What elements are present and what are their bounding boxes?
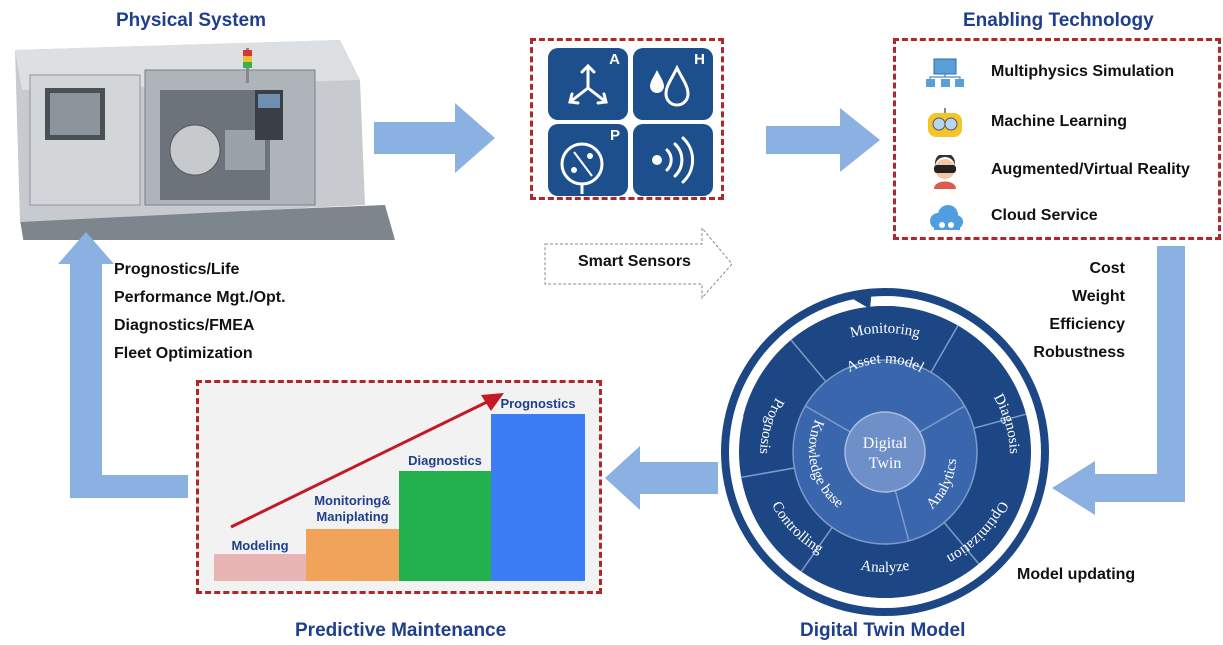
tech-label-simulation: Multiphysics Simulation [991, 63, 1175, 80]
factor-efficiency: Efficiency [1049, 316, 1125, 333]
wedge-monitoring: Monitoring [848, 321, 922, 342]
tech-label-cloud: Cloud Service [991, 207, 1098, 224]
factor-weight: Weight [1071, 288, 1125, 305]
stage-label-prognostics: Prognostics [500, 396, 576, 411]
wedge-analyze: Analyze [859, 558, 910, 576]
factors-list: Cost Weight Efficiency Robustness [1033, 255, 1125, 367]
wireless-signal-icon [652, 136, 695, 184]
outcomes-list: Prognostics/Life Performance Mgt./Opt. D… [114, 256, 286, 368]
water-drop-icon [650, 64, 690, 107]
enabling-technology-title: Enabling Technology [963, 10, 1154, 31]
cnc-machine-image [15, 40, 395, 240]
stage-label-diagnostics: Diagnostics [408, 453, 482, 468]
outcome-prognostics: Prognostics/Life [114, 261, 240, 278]
factor-cost: Cost [1089, 260, 1125, 277]
stage-label-monitoring: Monitoring& Maniplating [314, 493, 391, 524]
smart-sensors-arrow [544, 226, 733, 300]
simulation-icon [926, 58, 964, 87]
bar-diagnostics [399, 471, 491, 581]
arrow-to-physical-system [58, 232, 188, 498]
tech-item-machine-learning: Machine Learning [896, 101, 1196, 145]
gauge-icon [560, 142, 604, 194]
outcome-diagnostics: Diagnostics/FMEA [114, 317, 255, 334]
outcome-fleet: Fleet Optimization [114, 345, 253, 362]
digital-twin-model-title: Digital Twin Model [800, 620, 966, 641]
arrow-model-updating [1052, 246, 1185, 515]
bar-prognostics [491, 414, 585, 581]
vr-headset-icon [934, 155, 956, 189]
predictive-maintenance-box: Modeling Monitoring& Maniplating Diagnos… [196, 380, 602, 594]
model-updating-label: Model updating [1017, 566, 1136, 583]
cloud-icon [930, 205, 963, 230]
axes-icon [568, 63, 608, 105]
svg-text:Monitoring: Monitoring [848, 321, 922, 342]
bar-modeling [214, 554, 306, 581]
accelerometer-tile: A [548, 48, 628, 120]
digital-twin-wheel: Monitoring Diagnosis Optimization Analyz… [721, 288, 1049, 616]
tech-item-ar-vr: Augmented/Virtual Reality [896, 149, 1196, 193]
signal-tile [633, 124, 713, 196]
stage-label-modeling: Modeling [231, 538, 289, 553]
smart-sensors-box [530, 38, 724, 200]
tech-item-simulation: Multiphysics Simulation [896, 51, 1196, 95]
humidity-tile: H [633, 48, 713, 120]
tech-item-cloud: Cloud Service [896, 195, 1196, 239]
physical-system-title: Physical System [116, 10, 266, 31]
tech-label-machine-learning: Machine Learning [991, 113, 1128, 130]
outcome-performance: Performance Mgt./Opt. [114, 289, 286, 306]
predictive-maintenance-title: Predictive Maintenance [295, 620, 507, 641]
arrow-to-sensors [374, 103, 495, 173]
arrow-to-technology [766, 108, 880, 172]
growth-arrow [230, 393, 504, 529]
robot-icon [928, 108, 962, 137]
factor-robustness: Robustness [1033, 344, 1125, 361]
svg-text:Analyze: Analyze [859, 558, 910, 576]
enabling-technology-box: Multiphysics Simulation Machine Learning… [893, 38, 1221, 240]
tech-label-ar-vr: Augmented/Virtual Reality [991, 161, 1190, 178]
sensor-letter-h: H [694, 51, 705, 68]
twin-center-line1: Digital [863, 435, 908, 452]
bar-monitoring [306, 529, 399, 581]
arrow-to-maintenance [605, 446, 718, 510]
twin-center-line2: Twin [869, 455, 902, 472]
sensor-letter-a: A [609, 51, 620, 68]
pressure-tile: P [548, 124, 628, 196]
smart-sensors-label: Smart Sensors [578, 253, 691, 270]
sensor-letter-p: P [609, 127, 620, 144]
